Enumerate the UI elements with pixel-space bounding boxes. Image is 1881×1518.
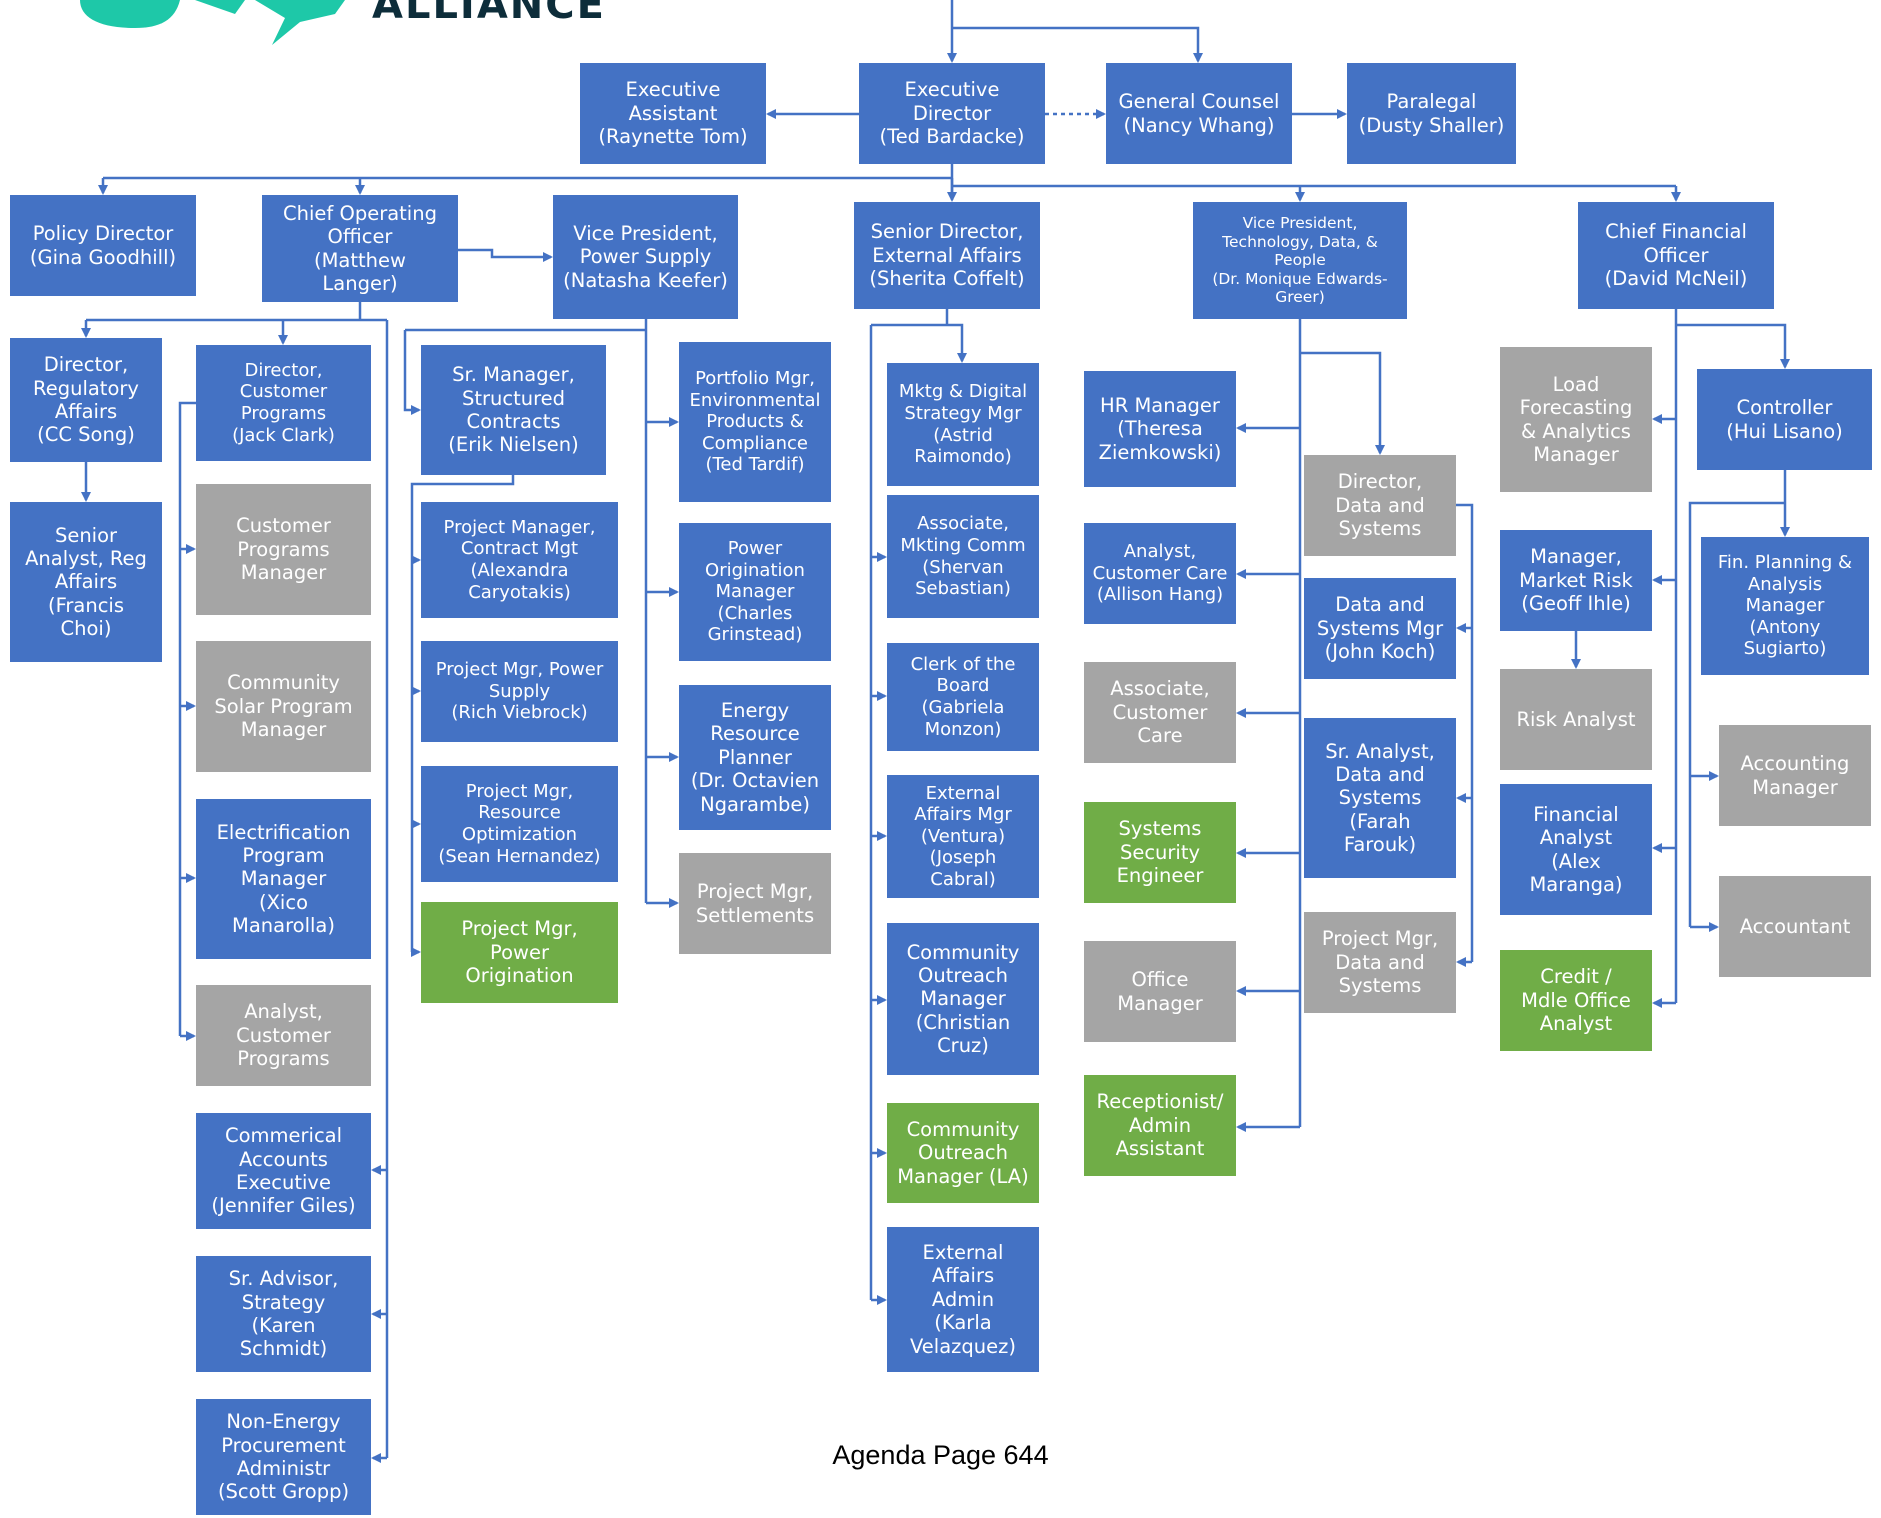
node-load-forecast: Load Forecasting & Analytics Manager — [1500, 347, 1652, 492]
node-policy-dir: Policy Director (Gina Goodhill) — [10, 195, 196, 296]
logo-text: ALLIANCE — [372, 0, 606, 28]
logo-mark-icon — [80, 0, 345, 45]
connector-line-63 — [1676, 323, 1790, 369]
alliance-logo: ALLIANCE — [0, 0, 620, 50]
node-exec-dir: Executive Director (Ted Bardacke) — [859, 63, 1045, 164]
node-sr-mgr-struct: Sr. Manager, Structured Contracts (Erik … — [421, 345, 606, 475]
connector-line-42 — [871, 323, 967, 363]
node-exec-asst: Executive Assistant (Raynette Tom) — [580, 63, 766, 164]
node-dir-data: Director, Data and Systems — [1304, 455, 1456, 556]
node-pm-contract: Project Manager, Contract Mgt (Alexandra… — [421, 502, 618, 618]
node-comm-solar: Community Solar Program Manager — [196, 641, 371, 772]
node-fin-analyst: Financial Analyst (Alex Maranga) — [1500, 784, 1652, 915]
connector-line-57 — [1300, 351, 1385, 455]
node-coo: Chief Operating Officer (Matthew Langer) — [262, 195, 458, 302]
connector-line-58 — [1456, 503, 1474, 962]
node-accountant: Accountant — [1719, 876, 1871, 977]
node-dir-reg: Director, Regulatory Affairs (CC Song) — [10, 338, 162, 462]
node-clerk-board: Clerk of the Board (Gabriela Monzon) — [887, 643, 1039, 751]
node-sys-security: Systems Security Engineer — [1084, 802, 1236, 903]
node-ext-affairs-admin: External Affairs Admin (Karla Velazquez) — [887, 1227, 1039, 1372]
node-risk-analyst: Risk Analyst — [1500, 669, 1652, 770]
node-paralegal: Paralegal (Dusty Shaller) — [1347, 63, 1516, 164]
node-mgr-market-risk: Manager, Market Risk (Geoff Ihle) — [1500, 530, 1652, 631]
node-ext-affairs-mgr: External Affairs Mgr (Ventura) (Joseph C… — [887, 775, 1039, 898]
node-pm-settlements: Project Mgr, Settlements — [679, 853, 831, 954]
node-comm-accts: Commerical Accounts Executive (Jennifer … — [196, 1113, 371, 1229]
connector-line-36 — [410, 475, 515, 952]
node-assoc-cust-care: Associate, Customer Care — [1084, 662, 1236, 763]
connector-line-23 — [178, 401, 196, 1036]
node-non-energy: Non-Energy Procurement Administr (Scott … — [196, 1399, 371, 1515]
node-vp-power: Vice President, Power Supply (Natasha Ke… — [553, 195, 738, 319]
node-vp-tech: Vice President, Technology, Data, & Peop… — [1193, 202, 1407, 319]
connector-line-70 — [1688, 501, 1785, 927]
agenda-page-footer: Agenda Page 644 — [832, 1440, 1049, 1470]
node-elec-prog: Electrification Program Manager (Xico Ma… — [196, 799, 371, 959]
node-analyst-cust-care: Analyst, Customer Care (Allison Hang) — [1084, 523, 1236, 624]
node-comm-outreach: Community Outreach Manager (Christian Cr… — [887, 923, 1039, 1075]
node-mktg-digital: Mktg & Digital Strategy Mgr (Astrid Raim… — [887, 363, 1039, 486]
node-pm-power-supply: Project Mgr, Power Supply (Rich Viebrock… — [421, 641, 618, 742]
node-sr-dir-ext: Senior Director, External Affairs (Sheri… — [854, 202, 1040, 309]
node-power-orig-mgr: Power Origination Manager (Charles Grins… — [679, 523, 831, 661]
node-comm-outreach-la: Community Outreach Manager (LA) — [887, 1103, 1039, 1203]
connector-line-30 — [403, 330, 421, 415]
node-sr-analyst-data: Sr. Analyst, Data and Systems (Farah Far… — [1304, 718, 1456, 878]
node-analyst-cust-prog: Analyst, Customer Programs — [196, 985, 371, 1086]
node-cfo: Chief Financial Officer (David McNeil) — [1578, 202, 1774, 309]
node-receptionist: Receptionist/ Admin Assistant — [1084, 1075, 1236, 1176]
node-energy-planner: Energy Resource Planner (Dr. Octavien Ng… — [679, 685, 831, 830]
node-assoc-mktg: Associate, Mkting Comm (Shervan Sebastia… — [887, 495, 1039, 618]
node-sr-advisor: Sr. Advisor, Strategy (Karen Schmidt) — [196, 1256, 371, 1372]
node-controller: Controller (Hui Lisano) — [1697, 369, 1872, 470]
connector-line-13 — [458, 248, 553, 262]
node-office-mgr: Office Manager — [1084, 941, 1236, 1042]
node-accounting-mgr: Accounting Manager — [1719, 725, 1871, 826]
node-fpa-mgr: Fin. Planning & Analysis Manager (Antony… — [1701, 537, 1869, 675]
node-pm-resource: Project Mgr, Resource Optimization (Sean… — [421, 766, 618, 882]
node-cust-prog-mgr: Customer Programs Manager — [196, 484, 371, 615]
node-pm-data: Project Mgr, Data and Systems — [1304, 912, 1456, 1013]
node-portfolio-mgr: Portfolio Mgr, Environmental Products & … — [679, 342, 831, 502]
connector-line-1 — [952, 26, 1203, 63]
node-credit-analyst: Credit / Mdle Office Analyst — [1500, 950, 1652, 1051]
node-hr-mgr: HR Manager (Theresa Ziemkowski) — [1084, 371, 1236, 487]
node-dir-cust: Director, Customer Programs (Jack Clark) — [196, 345, 371, 461]
node-sr-analyst-reg: Senior Analyst, Reg Affairs (Francis Cho… — [10, 502, 162, 662]
node-gen-counsel: General Counsel (Nancy Whang) — [1106, 63, 1292, 164]
node-data-sys-mgr: Data and Systems Mgr (John Koch) — [1304, 578, 1456, 679]
node-pm-power-orig: Project Mgr, Power Origination — [421, 902, 618, 1003]
